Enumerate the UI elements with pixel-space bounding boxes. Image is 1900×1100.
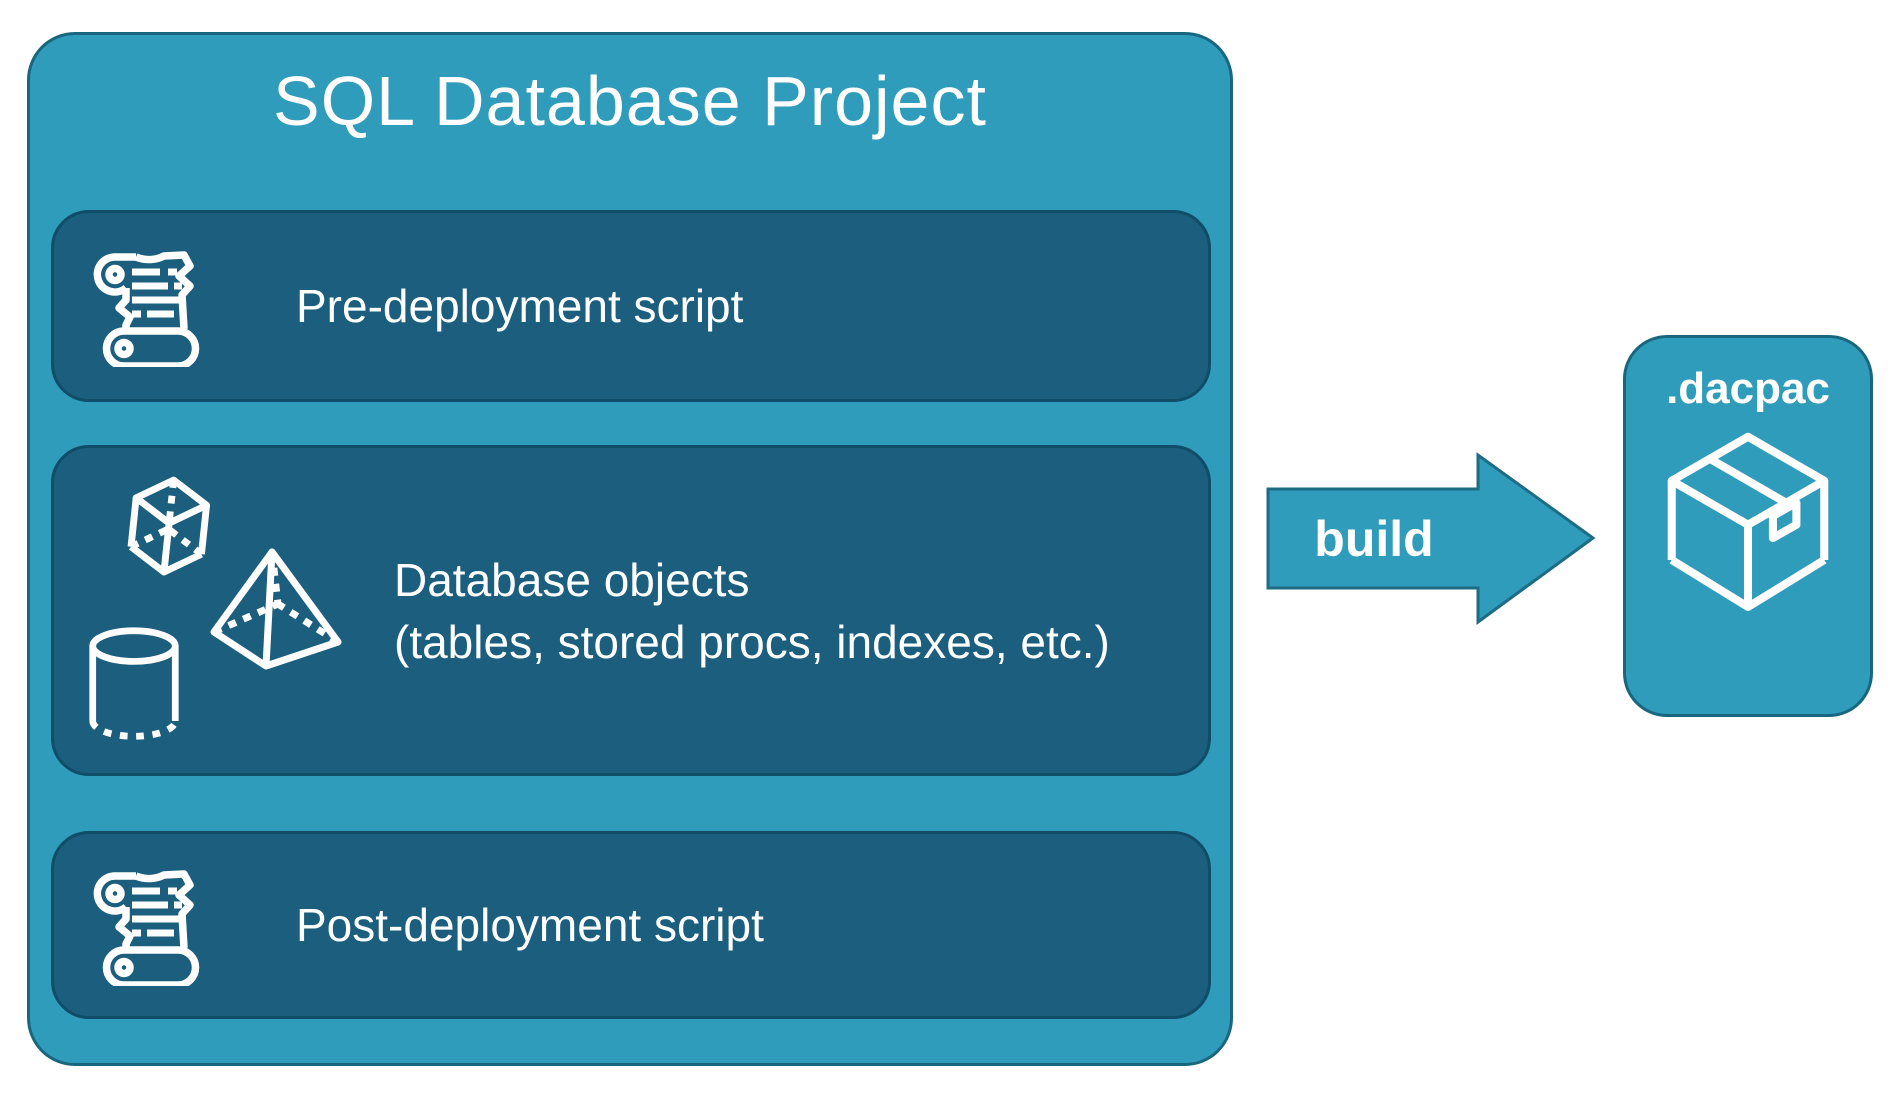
database-objects-box: Database objects (tables, stored procs, … — [51, 445, 1211, 776]
pre-deployment-label: Pre-deployment script — [296, 280, 744, 332]
pre-deployment-row: Pre-deployment script — [54, 213, 1208, 399]
cube-icon — [127, 476, 211, 576]
scroll-icon — [93, 251, 200, 367]
post-deployment-box: Post-deployment script — [51, 831, 1211, 1019]
package-icon — [1667, 432, 1829, 611]
cylinder-icon — [89, 627, 179, 740]
sql-database-project-container: SQL Database Project — [27, 32, 1233, 1066]
post-deployment-row: Post-deployment script — [54, 834, 1208, 1016]
database-objects-line2: (tables, stored procs, indexes, etc.) — [394, 615, 1110, 668]
pre-deployment-box: Pre-deployment script — [51, 210, 1211, 402]
build-arrow-icon — [1266, 452, 1596, 625]
dacpac-label: .dacpac — [1666, 364, 1830, 413]
post-deployment-label: Post-deployment script — [296, 899, 764, 951]
database-objects-line1: Database objects — [394, 553, 750, 606]
database-objects-label: Database objects (tables, stored procs, … — [394, 549, 1110, 673]
dacpac-box: .dacpac — [1623, 335, 1873, 717]
project-title: SQL Database Project — [273, 62, 987, 140]
scroll-icon — [93, 870, 200, 986]
pyramid-icon — [210, 548, 342, 670]
build-label: build — [1314, 511, 1434, 567]
